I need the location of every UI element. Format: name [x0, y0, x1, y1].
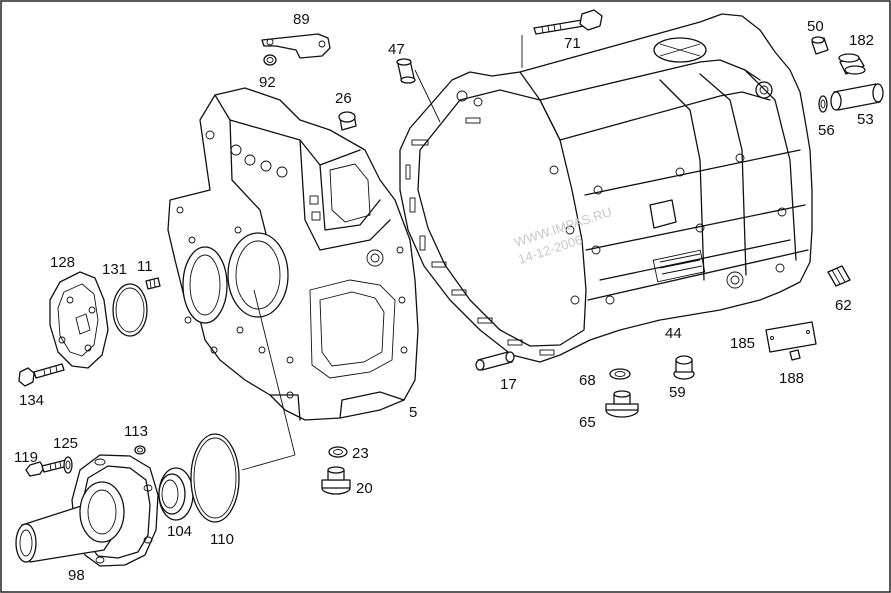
plug-part-59	[673, 355, 695, 380]
callout-125: 125	[53, 435, 78, 452]
callout-128: 128	[50, 254, 75, 271]
plate-part-185	[765, 321, 817, 353]
callout-185: 185	[730, 335, 755, 352]
callout-59: 59	[669, 384, 686, 401]
callout-104: 104	[167, 523, 192, 540]
plug-part-26	[338, 111, 357, 131]
callout-53: 53	[857, 111, 874, 128]
pin-part-11	[145, 277, 161, 290]
washer-part-125	[63, 456, 73, 474]
callout-188: 188	[779, 370, 804, 387]
callout-65: 65	[579, 414, 596, 431]
plug-part-62	[827, 265, 851, 287]
leader-line-47	[414, 69, 441, 123]
washer-part-56	[818, 95, 828, 113]
leader-line-110	[253, 289, 296, 456]
front-cover-part-5	[167, 87, 419, 421]
bolt-part-134	[18, 363, 65, 387]
leader-line-110b	[241, 454, 296, 471]
gasket-part-110	[190, 433, 240, 523]
callout-182: 182	[849, 32, 874, 49]
callout-56: 56	[818, 122, 835, 139]
screw-part-188	[789, 349, 801, 361]
callout-119: 119	[14, 449, 38, 466]
callout-134: 134	[19, 392, 44, 409]
callout-11: 11	[137, 258, 153, 275]
bearing-cover-part-98	[15, 454, 159, 567]
callout-44: 44	[665, 325, 682, 342]
callout-47: 47	[388, 41, 405, 58]
callout-62: 62	[835, 297, 852, 314]
callout-110: 110	[210, 531, 234, 548]
gearbox-housing-part-44	[399, 13, 813, 363]
sleeve-part-182	[838, 53, 866, 75]
washer-part-68	[609, 368, 631, 380]
callout-113: 113	[124, 423, 148, 440]
bolt-part-119	[25, 459, 69, 477]
callout-5: 5	[409, 404, 417, 421]
washer-part-113	[134, 445, 146, 455]
callout-92: 92	[259, 74, 276, 91]
callout-17: 17	[500, 376, 517, 393]
washer-part-92	[263, 54, 277, 66]
tube-part-53	[830, 83, 884, 111]
plug-part-20	[321, 466, 351, 495]
seal-part-104	[158, 467, 194, 521]
callout-50: 50	[807, 18, 824, 35]
callout-23: 23	[352, 445, 369, 462]
callout-68: 68	[579, 372, 596, 389]
bolt-part-71	[533, 9, 603, 35]
callout-131: 131	[102, 261, 127, 278]
callout-26: 26	[335, 90, 352, 107]
o-ring-part-131	[112, 283, 148, 337]
pin-part-50	[811, 36, 829, 55]
cover-plate-part-128	[49, 271, 109, 369]
bracket-part-89	[261, 33, 331, 59]
bushing-part-47	[396, 58, 416, 84]
pin-part-17	[475, 351, 515, 371]
callout-89: 89	[293, 11, 310, 28]
plug-part-65	[605, 390, 639, 418]
callout-71: 71	[564, 35, 581, 52]
callout-20: 20	[356, 480, 373, 497]
washer-part-23	[328, 446, 348, 458]
callout-98: 98	[68, 567, 85, 584]
